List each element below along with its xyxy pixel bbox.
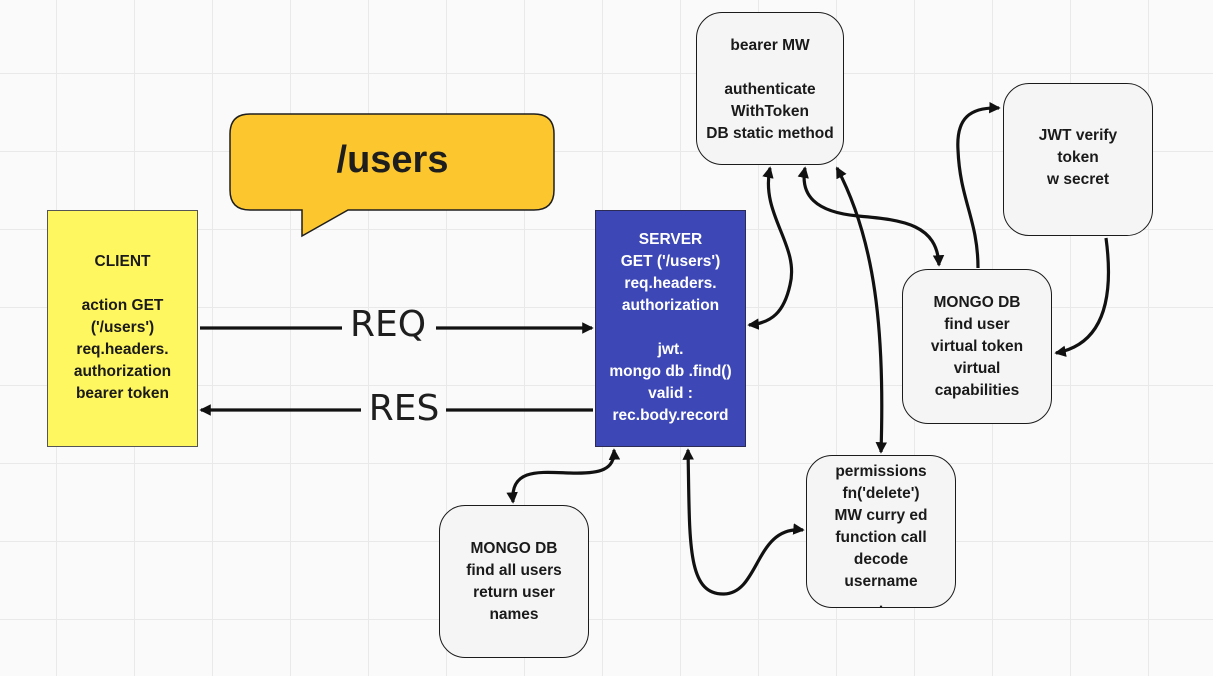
mongo-find-user-node[interactable]: MONGO DB find user virtual token virtual…: [902, 269, 1052, 424]
connector-bearer-server[interactable]: [747, 166, 794, 330]
bearer-mw-line: WithToken: [731, 103, 809, 120]
permissions-line: .: [878, 595, 884, 608]
server-line: req.headers.: [624, 275, 717, 292]
client-line: ('/users'): [90, 319, 155, 336]
server-node[interactable]: SERVER GET ('/users') req.headers. autho…: [595, 210, 746, 447]
mongo-find-all-line: return user: [473, 584, 555, 601]
server-line: SERVER: [638, 231, 703, 248]
server-line: rec.body.record: [612, 407, 729, 424]
bearer-mw-node[interactable]: bearer MW authenticate WithToken DB stat…: [696, 12, 844, 165]
permissions-line: decode: [853, 551, 909, 568]
permissions-node[interactable]: permissions fn('delete') MW curry ed fun…: [806, 455, 956, 608]
permissions-line: MW curry ed: [834, 507, 928, 524]
bearer-mw-line: bearer MW: [730, 37, 810, 54]
bearer-mw-line: DB static method: [706, 125, 834, 142]
jwt-verify-node[interactable]: JWT verify token w secret: [1003, 83, 1153, 236]
server-line: jwt.: [657, 341, 684, 358]
server-line: mongo db .find(): [609, 363, 732, 380]
route-title: /users: [336, 139, 449, 181]
mongo-find-all-line: names: [489, 606, 539, 623]
mongo-find-user-line: virtual: [953, 360, 1001, 377]
client-line: authorization: [73, 363, 172, 380]
permissions-line: function call: [835, 529, 927, 546]
connector-bearer-permissions[interactable]: [835, 166, 888, 454]
client-line: bearer token: [75, 385, 170, 402]
permissions-line: permissions: [835, 463, 927, 480]
connector-mongo-user-jwt[interactable]: [956, 101, 1001, 269]
mongo-find-all-node[interactable]: MONGO DB find all users return user name…: [439, 505, 589, 658]
mongo-find-user-line: virtual token: [930, 338, 1024, 355]
jwt-verify-line: w secret: [1046, 171, 1110, 188]
mongo-find-all-line: find all users: [466, 562, 562, 579]
request-label: REQ: [349, 304, 427, 345]
client-line: CLIENT: [94, 253, 151, 270]
response-label: RES: [368, 388, 440, 429]
mongo-find-user-line: MONGO DB: [933, 294, 1021, 311]
client-line: req.headers.: [76, 341, 169, 358]
permissions-line: fn('delete'): [842, 485, 920, 502]
connector-jwt-mongo-user[interactable]: [1054, 237, 1111, 357]
server-line: valid :: [648, 385, 693, 402]
route-callout[interactable]: [229, 113, 555, 238]
server-line: GET ('/users'): [620, 253, 721, 270]
mongo-find-user-line: capabilities: [934, 382, 1020, 399]
jwt-verify-line: JWT verify: [1038, 127, 1118, 144]
mongo-find-user-line: find user: [944, 316, 1010, 333]
client-node[interactable]: CLIENT action GET ('/users') req.headers…: [47, 210, 198, 447]
permissions-line: username: [844, 573, 918, 590]
jwt-verify-line: token: [1057, 149, 1099, 166]
client-line: action GET: [81, 297, 164, 314]
bearer-mw-line: authenticate: [724, 81, 816, 98]
connector-bearer-mongo-user[interactable]: [797, 166, 945, 267]
connector-server-permissions[interactable]: [682, 448, 805, 596]
connector-server-mongo-all[interactable]: [506, 448, 621, 504]
mongo-find-all-line: MONGO DB: [470, 540, 558, 557]
server-line: authorization: [621, 297, 720, 314]
